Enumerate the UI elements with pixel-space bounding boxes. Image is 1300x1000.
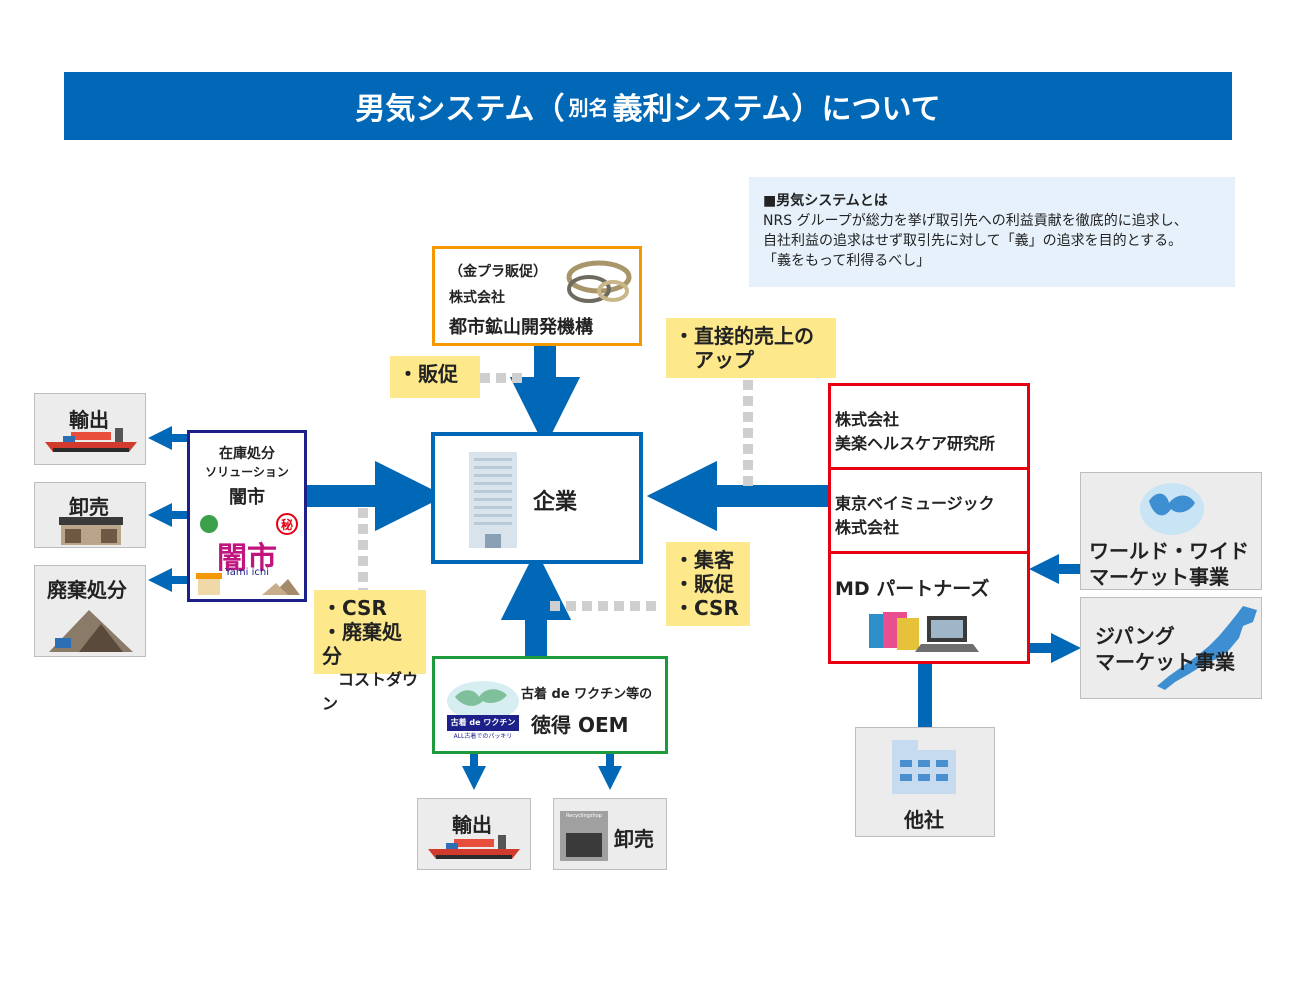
yami-line-2: ソリューション — [205, 465, 289, 479]
export-box-bottom: 輸出 — [417, 798, 531, 870]
jipang-market-box: ジパング マーケット事業 — [1080, 597, 1262, 699]
tag-direct-sales: ・直接的売上の アップ — [666, 318, 836, 378]
tag-direct-sales-line-2: アップ — [674, 348, 754, 372]
yami-logo: 闇市 — [217, 541, 277, 576]
wholesale-box-bottom: Recyclingshop 卸売 — [553, 798, 667, 870]
dash-direct-sales — [743, 380, 753, 486]
partner-md-label: MD パートナーズ — [835, 578, 990, 600]
tag-csr-left-line-2: ・廃棄処分 — [322, 620, 402, 668]
tag-csr-right: ・集客 ・販促 ・CSR — [666, 542, 750, 626]
yami-line-1: 在庫処分 — [219, 446, 275, 462]
japan-map-icon — [1157, 606, 1257, 690]
definition-box: ■男気システムとは NRS グループが総力を挙げ取引先への利益貢献を徹底的に追求… — [749, 177, 1235, 287]
mining-line-3: 都市鉱山開発機構 — [449, 317, 593, 338]
market-stall-icon — [196, 573, 300, 595]
dash-csr-left — [358, 508, 368, 590]
globe-icon — [200, 515, 218, 533]
other-company-box: 他社 — [855, 727, 995, 837]
cargo-ship-icon — [428, 835, 520, 859]
other-company-label: 他社 — [904, 808, 944, 832]
wholesale-box-left: 卸売 — [34, 482, 146, 548]
partner-md-box: MD パートナーズ — [828, 551, 1030, 664]
recycle-shop-icon: Recyclingshop — [560, 811, 608, 861]
tag-csr-right-line-2: ・販促 — [674, 572, 734, 596]
wholesale-label-bottom: 卸売 — [614, 827, 654, 851]
world-market-line-2: マーケット事業 — [1089, 565, 1229, 589]
partner-tokyo-bay-line-1: 東京ベイミュージック — [835, 494, 995, 513]
export-box-left: 輸出 — [34, 393, 146, 465]
magazines-laptop-icon — [869, 612, 979, 652]
page-title-banner: 男気システム（ 別名 義利システム）について — [64, 72, 1232, 140]
partner-tokyo-bay-line-2: 株式会社 — [835, 518, 900, 537]
definition-line-1: NRS グループが総力を挙げ取引先への利益貢献を徹底的に追求し、 — [763, 213, 1188, 229]
center-company-box: 企業 — [431, 432, 643, 564]
export-label-left: 輸出 — [69, 408, 109, 432]
partner-tokyo-bay-box: 東京ベイミュージック 株式会社 — [828, 467, 1030, 553]
tag-csr-left-line-1: ・CSR — [322, 596, 387, 620]
disposal-label-left: 廃棄処分 — [47, 578, 127, 602]
partner-biraku-line-1: 株式会社 — [835, 410, 900, 429]
partner-biraku-box: 株式会社 美楽ヘルスケア研究所 — [828, 383, 1030, 469]
world-market-box: ワールド・ワイド マーケット事業 — [1080, 472, 1262, 590]
dash-csr-right — [550, 601, 662, 611]
jipang-market-line-1: ジパング — [1095, 624, 1175, 648]
world-market-line-1: ワールド・ワイド — [1089, 539, 1249, 563]
oem-badge: 古着 de ワクチン — [450, 718, 516, 727]
mining-line-1: （金プラ販促） — [449, 264, 547, 280]
tag-csr-right-line-3: ・CSR — [674, 596, 739, 620]
definition-line-2: 自社利益の追求はせず取引先に対して「義」の追求を目的とする。 — [763, 233, 1183, 249]
title-part-b: 義利システム）について — [612, 92, 941, 127]
oem-badge-sub: ALL古着でのパッキリ — [453, 733, 513, 740]
shop-icon — [59, 517, 123, 545]
tag-csr-left: ・CSR ・廃棄処分 コストダウン — [314, 590, 426, 713]
export-label-bottom: 輸出 — [452, 813, 492, 837]
building-icon — [469, 452, 517, 548]
oem-box: 古着 de ワクチン ALL古着でのパッキリ 古着 de ワクチン等の 徳得 O… — [432, 656, 668, 754]
seal-icon: 秘 — [276, 513, 298, 535]
tag-direct-sales-line-1: ・直接的売上の — [674, 324, 814, 348]
office-building-icon — [892, 740, 956, 794]
tag-hansoku: ・販促 — [390, 356, 480, 398]
wholesale-label-left: 卸売 — [69, 495, 109, 519]
oem-line-1: 古着 de ワクチン等の — [521, 687, 653, 702]
yami-logo-romaji: Yami ichi — [225, 567, 269, 578]
definition-heading: ■男気システムとは — [763, 193, 888, 209]
gold-chain-icon — [566, 260, 632, 303]
title-alias: 別名 — [568, 95, 609, 120]
partner-biraku-line-2: 美楽ヘルスケア研究所 — [835, 434, 996, 453]
globe-map-icon — [1140, 483, 1204, 535]
yami-ichi-box: 在庫処分 ソリューション 闇市 秘 闇市 Yami ichi — [187, 430, 307, 602]
waste-pile-icon — [49, 610, 133, 652]
yami-line-3: 闇市 — [229, 487, 265, 508]
recycle-shop-sign: Recyclingshop — [566, 813, 602, 819]
oem-line-2: 徳得 OEM — [531, 713, 629, 737]
definition-line-3: 「義をもって利得るべし」 — [763, 253, 931, 269]
cargo-ship-icon — [45, 428, 137, 452]
tag-csr-right-line-1: ・集客 — [674, 548, 734, 572]
mining-line-2: 株式会社 — [449, 290, 505, 306]
dash-hansoku — [480, 373, 528, 383]
disposal-box-left: 廃棄処分 — [34, 565, 146, 657]
world-map-icon — [447, 681, 519, 731]
title-part-a: 男気システム（ — [355, 92, 565, 127]
jipang-market-line-2: マーケット事業 — [1095, 650, 1235, 674]
mining-company-box: （金プラ販促） 株式会社 都市鉱山開発機構 — [432, 246, 642, 346]
center-company-label: 企業 — [533, 490, 578, 515]
tag-csr-left-line-3: コストダウン — [322, 670, 419, 713]
